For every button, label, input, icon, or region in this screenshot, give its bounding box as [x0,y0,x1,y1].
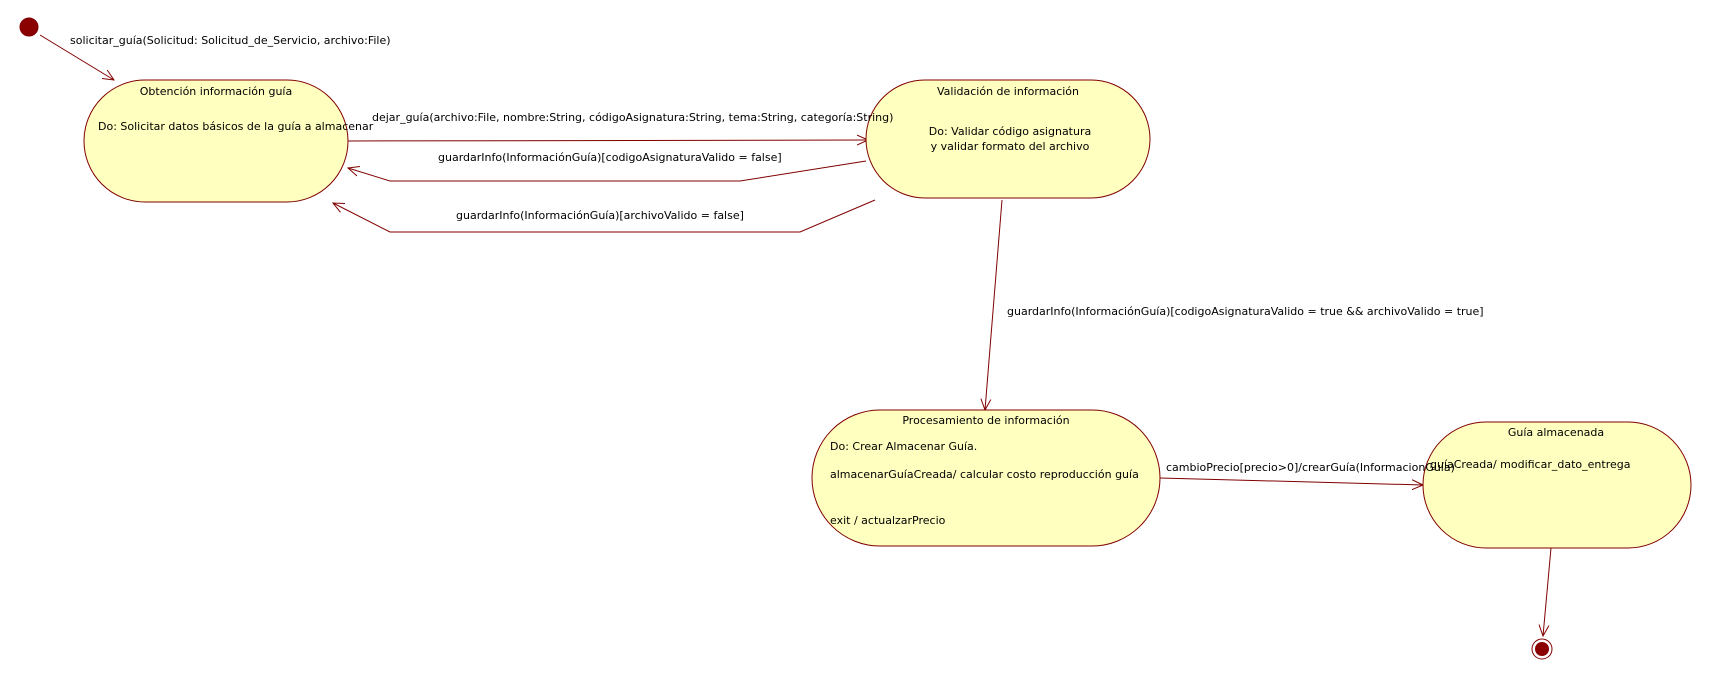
state-validacion-line-1: Do: Validar código asignatura [929,125,1091,138]
state-procesamiento-title: Procesamiento de información [902,414,1069,427]
edge-validacion-to-obtencion-codigo [348,160,867,182]
state-obtencion: Obtención información guía Do: Solicitar… [83,79,374,203]
state-obtencion-line: Do: Solicitar datos básicos de la guía a… [98,120,374,133]
edge-initial-to-obtencion [39,34,114,80]
label-archivo-invalido: guardarInfo(InformaciónGuía)[archivoVali… [456,209,744,222]
state-procesamiento: Procesamiento de información Do: Crear A… [811,409,1161,547]
initial-node [19,17,39,37]
edge-validacion-to-obtencion-archivo [333,199,876,233]
label-solicitar: solicitar_guía(Solicitud: Solicitud_de_S… [70,34,391,47]
edge-procesamiento-to-almacenada [1159,477,1423,485]
state-almacenada: Guía almacenada guíaCreada/ modificar_da… [1422,421,1692,549]
label-dejar: dejar_guía(archivo:File, nombre:String, … [372,111,893,124]
edge-almacenada-to-final [1543,547,1552,636]
state-validacion-title: Validación de información [937,85,1079,98]
state-validacion-line-2: y validar formato del archivo [931,140,1090,153]
final-node [1531,638,1553,660]
edge-validacion-to-procesamiento [985,199,1003,410]
state-validacion: Validación de información Do: Validar có… [865,79,1151,199]
edge-obtencion-to-validacion [347,140,868,141]
state-procesamiento-line-2: almacenarGuíaCreada/ calcular costo repr… [830,468,1139,481]
state-almacenada-line: guíaCreada/ modificar_dato_entrega [1430,458,1630,471]
label-cambio-precio: cambioPrecio[precio>0]/crearGuía(Informa… [1166,461,1455,474]
state-procesamiento-line-3: exit / actualzarPrecio [830,514,946,527]
label-codigo-invalido: guardarInfo(InformaciónGuía)[codigoAsign… [438,151,782,164]
state-obtencion-title: Obtención información guía [140,85,292,98]
label-valido: guardarInfo(InformaciónGuía)[codigoAsign… [1007,305,1484,318]
state-procesamiento-line-1: Do: Crear Almacenar Guía. [830,440,977,453]
state-almacenada-title: Guía almacenada [1508,426,1604,439]
